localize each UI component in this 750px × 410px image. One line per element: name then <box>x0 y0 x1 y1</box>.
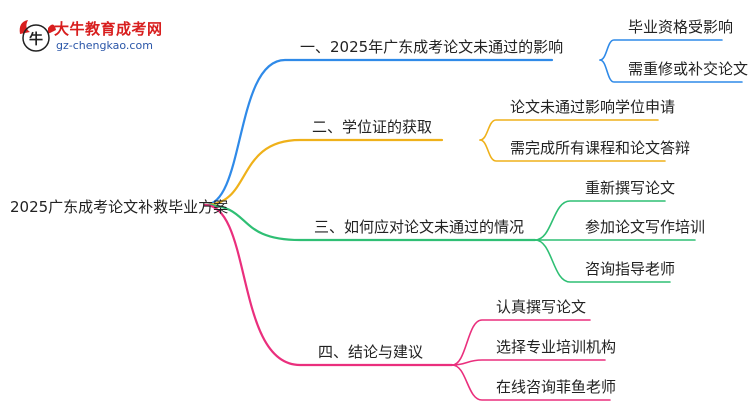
leaf-1-1-connector <box>599 39 723 61</box>
leaf-3-1: 重新撰写论文 <box>585 179 676 197</box>
leaf-1-2: 需重修或补交论文 <box>628 60 749 78</box>
branch-2-connector <box>203 138 444 207</box>
branch-1-label: 一、2025年广东成考论文未通过的影响 <box>300 38 564 56</box>
leaf-2-2-connector <box>479 139 666 162</box>
leaf-2-1-connector <box>479 119 659 141</box>
logo-title: 大牛教育成考网 <box>54 20 163 38</box>
leaf-1-2-connector <box>599 59 743 83</box>
leaf-3-3: 咨询指导老师 <box>585 260 676 278</box>
leaf-3-2: 参加论文写作培训 <box>585 218 706 236</box>
leaf-2-2: 需完成所有课程和论文答辩 <box>510 139 691 157</box>
bull-logo-icon: 牛 <box>19 20 56 52</box>
leaf-4-3-connector <box>451 364 611 401</box>
branch-4-label: 四、结论与建议 <box>318 343 424 361</box>
leaf-3-3-connector <box>534 239 671 283</box>
leaf-1-1: 毕业资格受影响 <box>628 18 734 36</box>
leaf-4-2: 选择专业培训机构 <box>496 338 617 356</box>
branch-3-connector <box>203 203 537 242</box>
svg-text:牛: 牛 <box>29 31 43 48</box>
leaf-4-1-connector <box>451 319 591 366</box>
branch-3-label: 三、如何应对论文未通过的情况 <box>314 218 525 236</box>
leaf-4-2-connector <box>451 359 606 366</box>
branch-1-connector <box>203 58 554 207</box>
branch-2-label: 二、学位证的获取 <box>312 118 433 136</box>
branch-4-connector <box>203 203 454 367</box>
root-node: 2025广东成考论文补救毕业方案 <box>10 198 229 216</box>
leaf-4-1: 认真撰写论文 <box>496 298 587 316</box>
leaf-4-3: 在线咨询菲鱼老师 <box>496 378 617 396</box>
leaf-3-1-connector <box>534 200 666 241</box>
mindmap-edges <box>203 39 743 401</box>
logo-url: gz-chengkao.com <box>56 39 153 52</box>
leaf-2-1: 论文未通过影响学位申请 <box>510 98 676 116</box>
site-logo[interactable]: 牛 大牛教育成考网 gz-chengkao.com <box>14 14 214 58</box>
